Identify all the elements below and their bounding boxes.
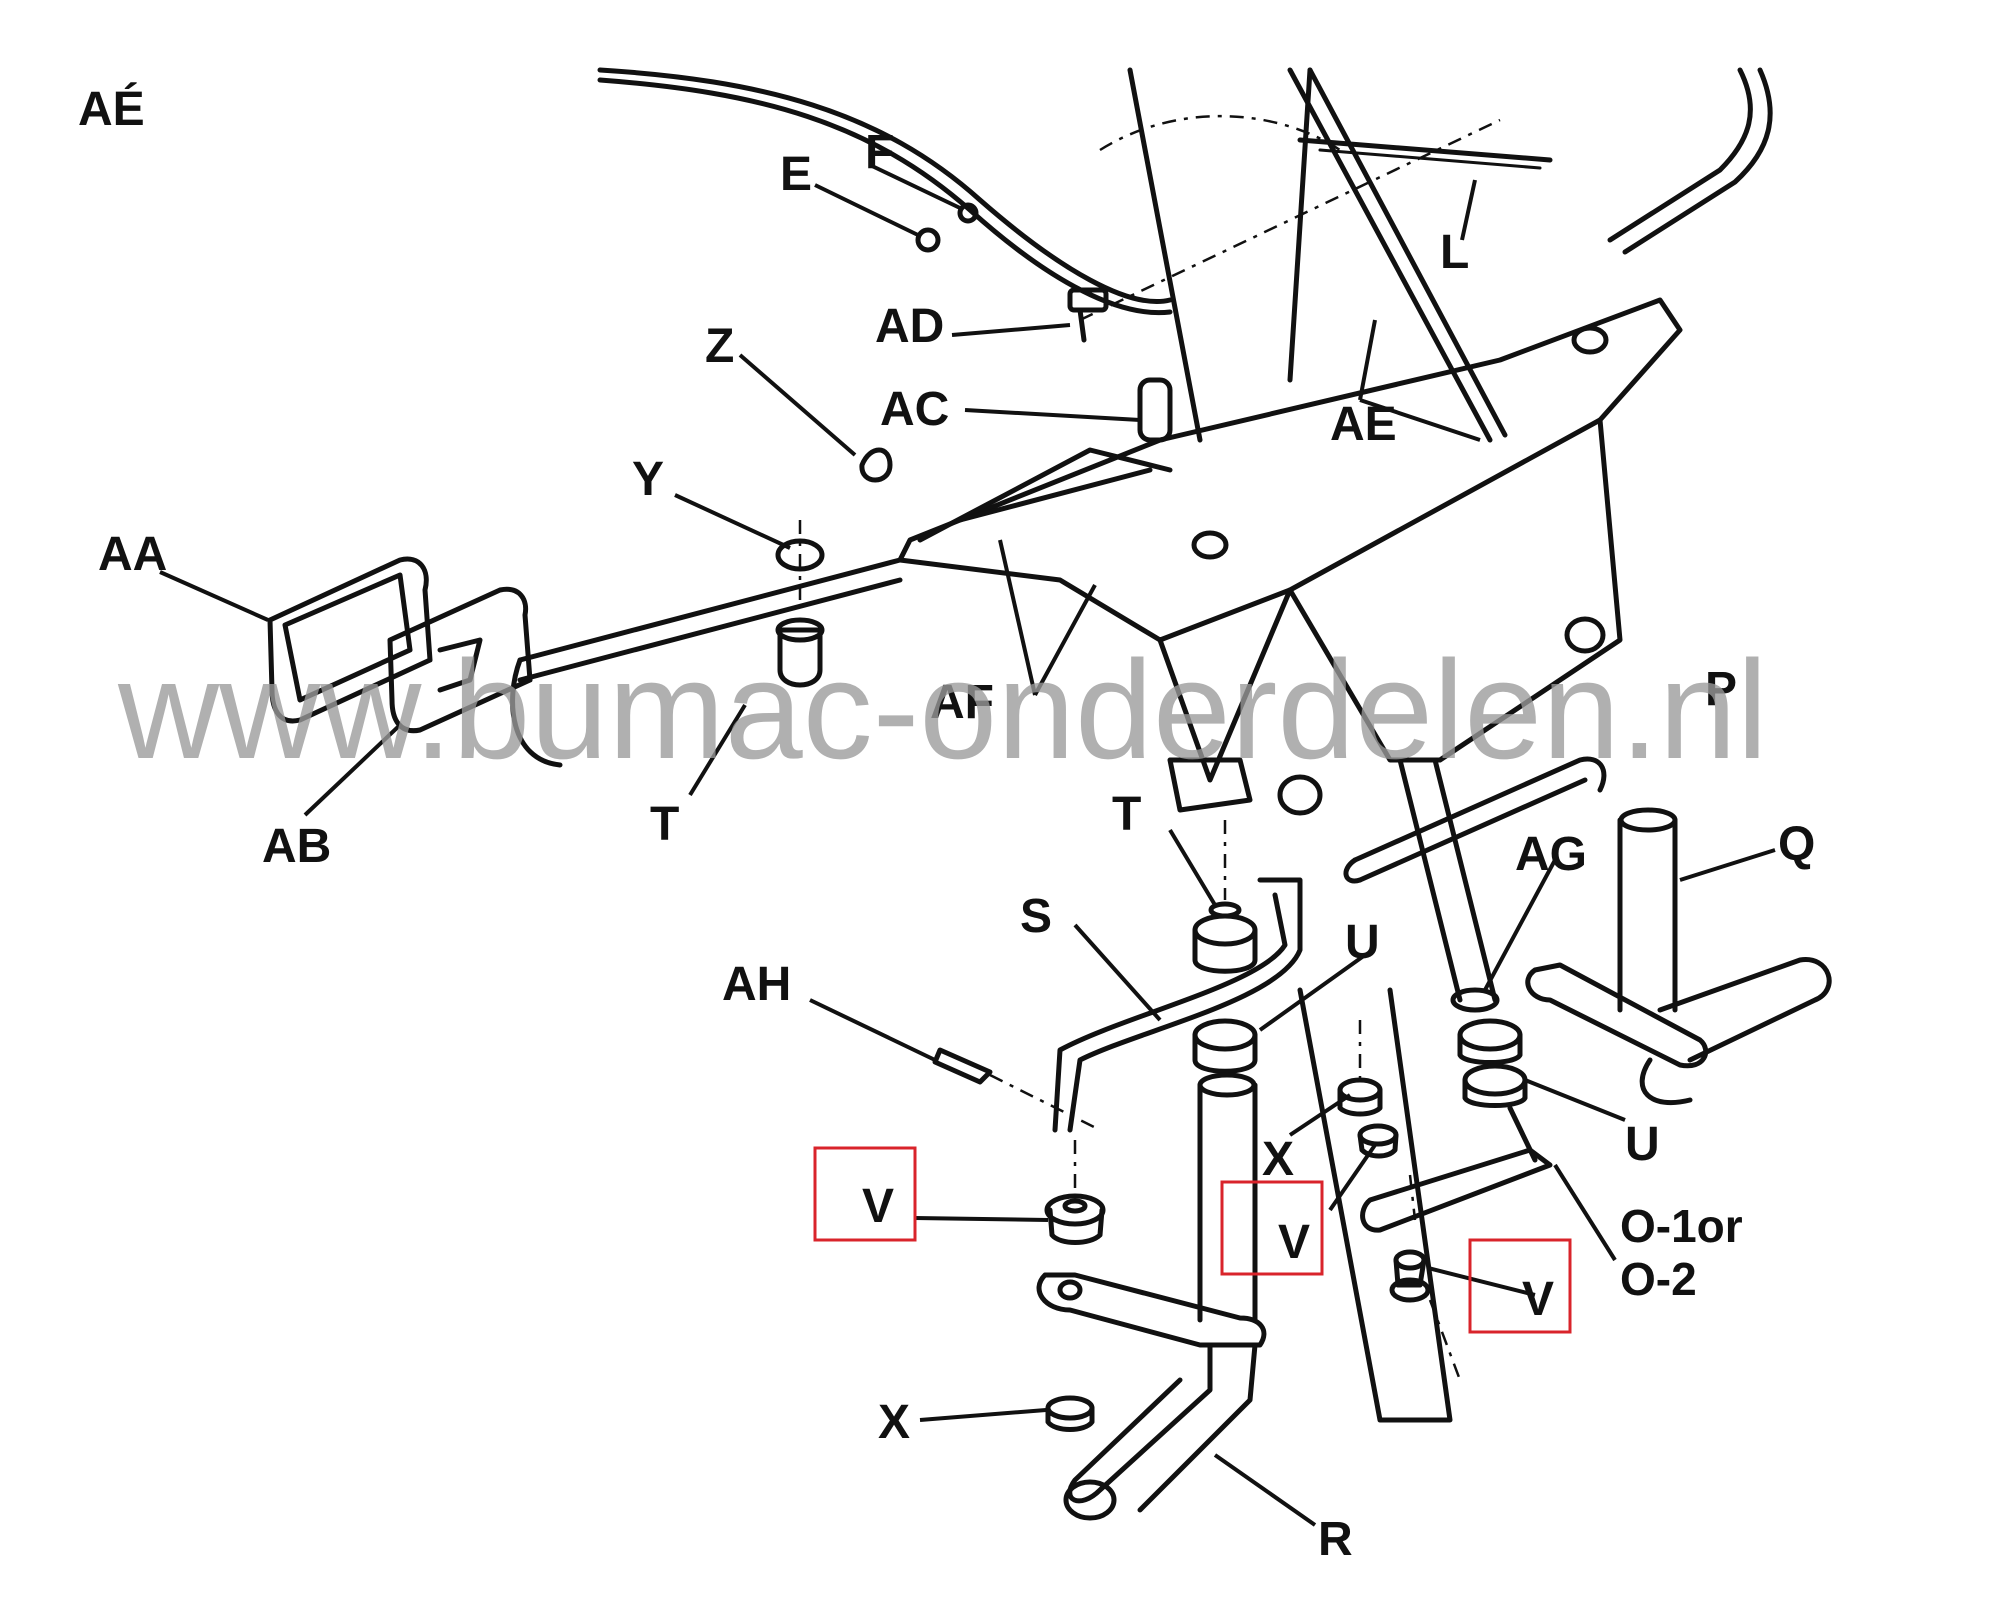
label-ag: AG — [1515, 828, 1587, 881]
label-ah: AH — [722, 958, 791, 1011]
label-af: AF — [930, 676, 994, 729]
label-r: R — [1318, 1513, 1353, 1566]
label-v3: V — [1522, 1273, 1554, 1326]
label-z: Z — [705, 320, 734, 373]
label-o2: O-2 — [1620, 1253, 1697, 1305]
label-aa: AA — [98, 528, 167, 581]
label-ac: AC — [880, 383, 949, 436]
label-p: P — [1705, 663, 1737, 716]
label-x1: X — [1262, 1133, 1294, 1186]
label-e: E — [780, 148, 812, 201]
label-o1: O-1or — [1620, 1200, 1743, 1252]
lower-left-assembly-drawing — [932, 820, 1303, 1521]
upper-frame-drawing — [597, 67, 1773, 816]
label-u2: U — [1625, 1118, 1660, 1171]
pedal-parts-drawing — [267, 556, 903, 768]
label-ab: AB — [262, 820, 331, 873]
label-q: Q — [1778, 818, 1815, 871]
label-ae: AE — [1330, 398, 1397, 451]
highlight-box-v1 — [813, 1146, 917, 1242]
watermark-text: www.bumac-onderdelen.nl — [117, 631, 1768, 788]
lower-right-assembly-drawing — [1297, 756, 1832, 1423]
label-l: L — [1440, 226, 1469, 279]
label-ad: AD — [875, 300, 944, 353]
label-y: Y — [632, 453, 664, 506]
part-labels: AÉ E F L AD Z AC AE Y AA AF P AB T T AG … — [78, 82, 1815, 1566]
label-v2: V — [1278, 1216, 1310, 1269]
label-t2: T — [1112, 788, 1141, 841]
hardware-drawing — [775, 202, 1173, 688]
highlight-boxes — [813, 1146, 1572, 1334]
label-f: F — [865, 126, 894, 179]
label-t1: T — [650, 798, 679, 851]
highlight-box-v3 — [1468, 1238, 1572, 1334]
highlight-box-v2 — [1220, 1180, 1324, 1276]
label-s: S — [1020, 890, 1052, 943]
header-label: AÉ — [78, 82, 145, 136]
leader-lines — [159, 163, 1776, 1527]
label-v1: V — [862, 1180, 894, 1233]
label-x2: X — [878, 1396, 910, 1449]
label-u1: U — [1345, 916, 1380, 969]
